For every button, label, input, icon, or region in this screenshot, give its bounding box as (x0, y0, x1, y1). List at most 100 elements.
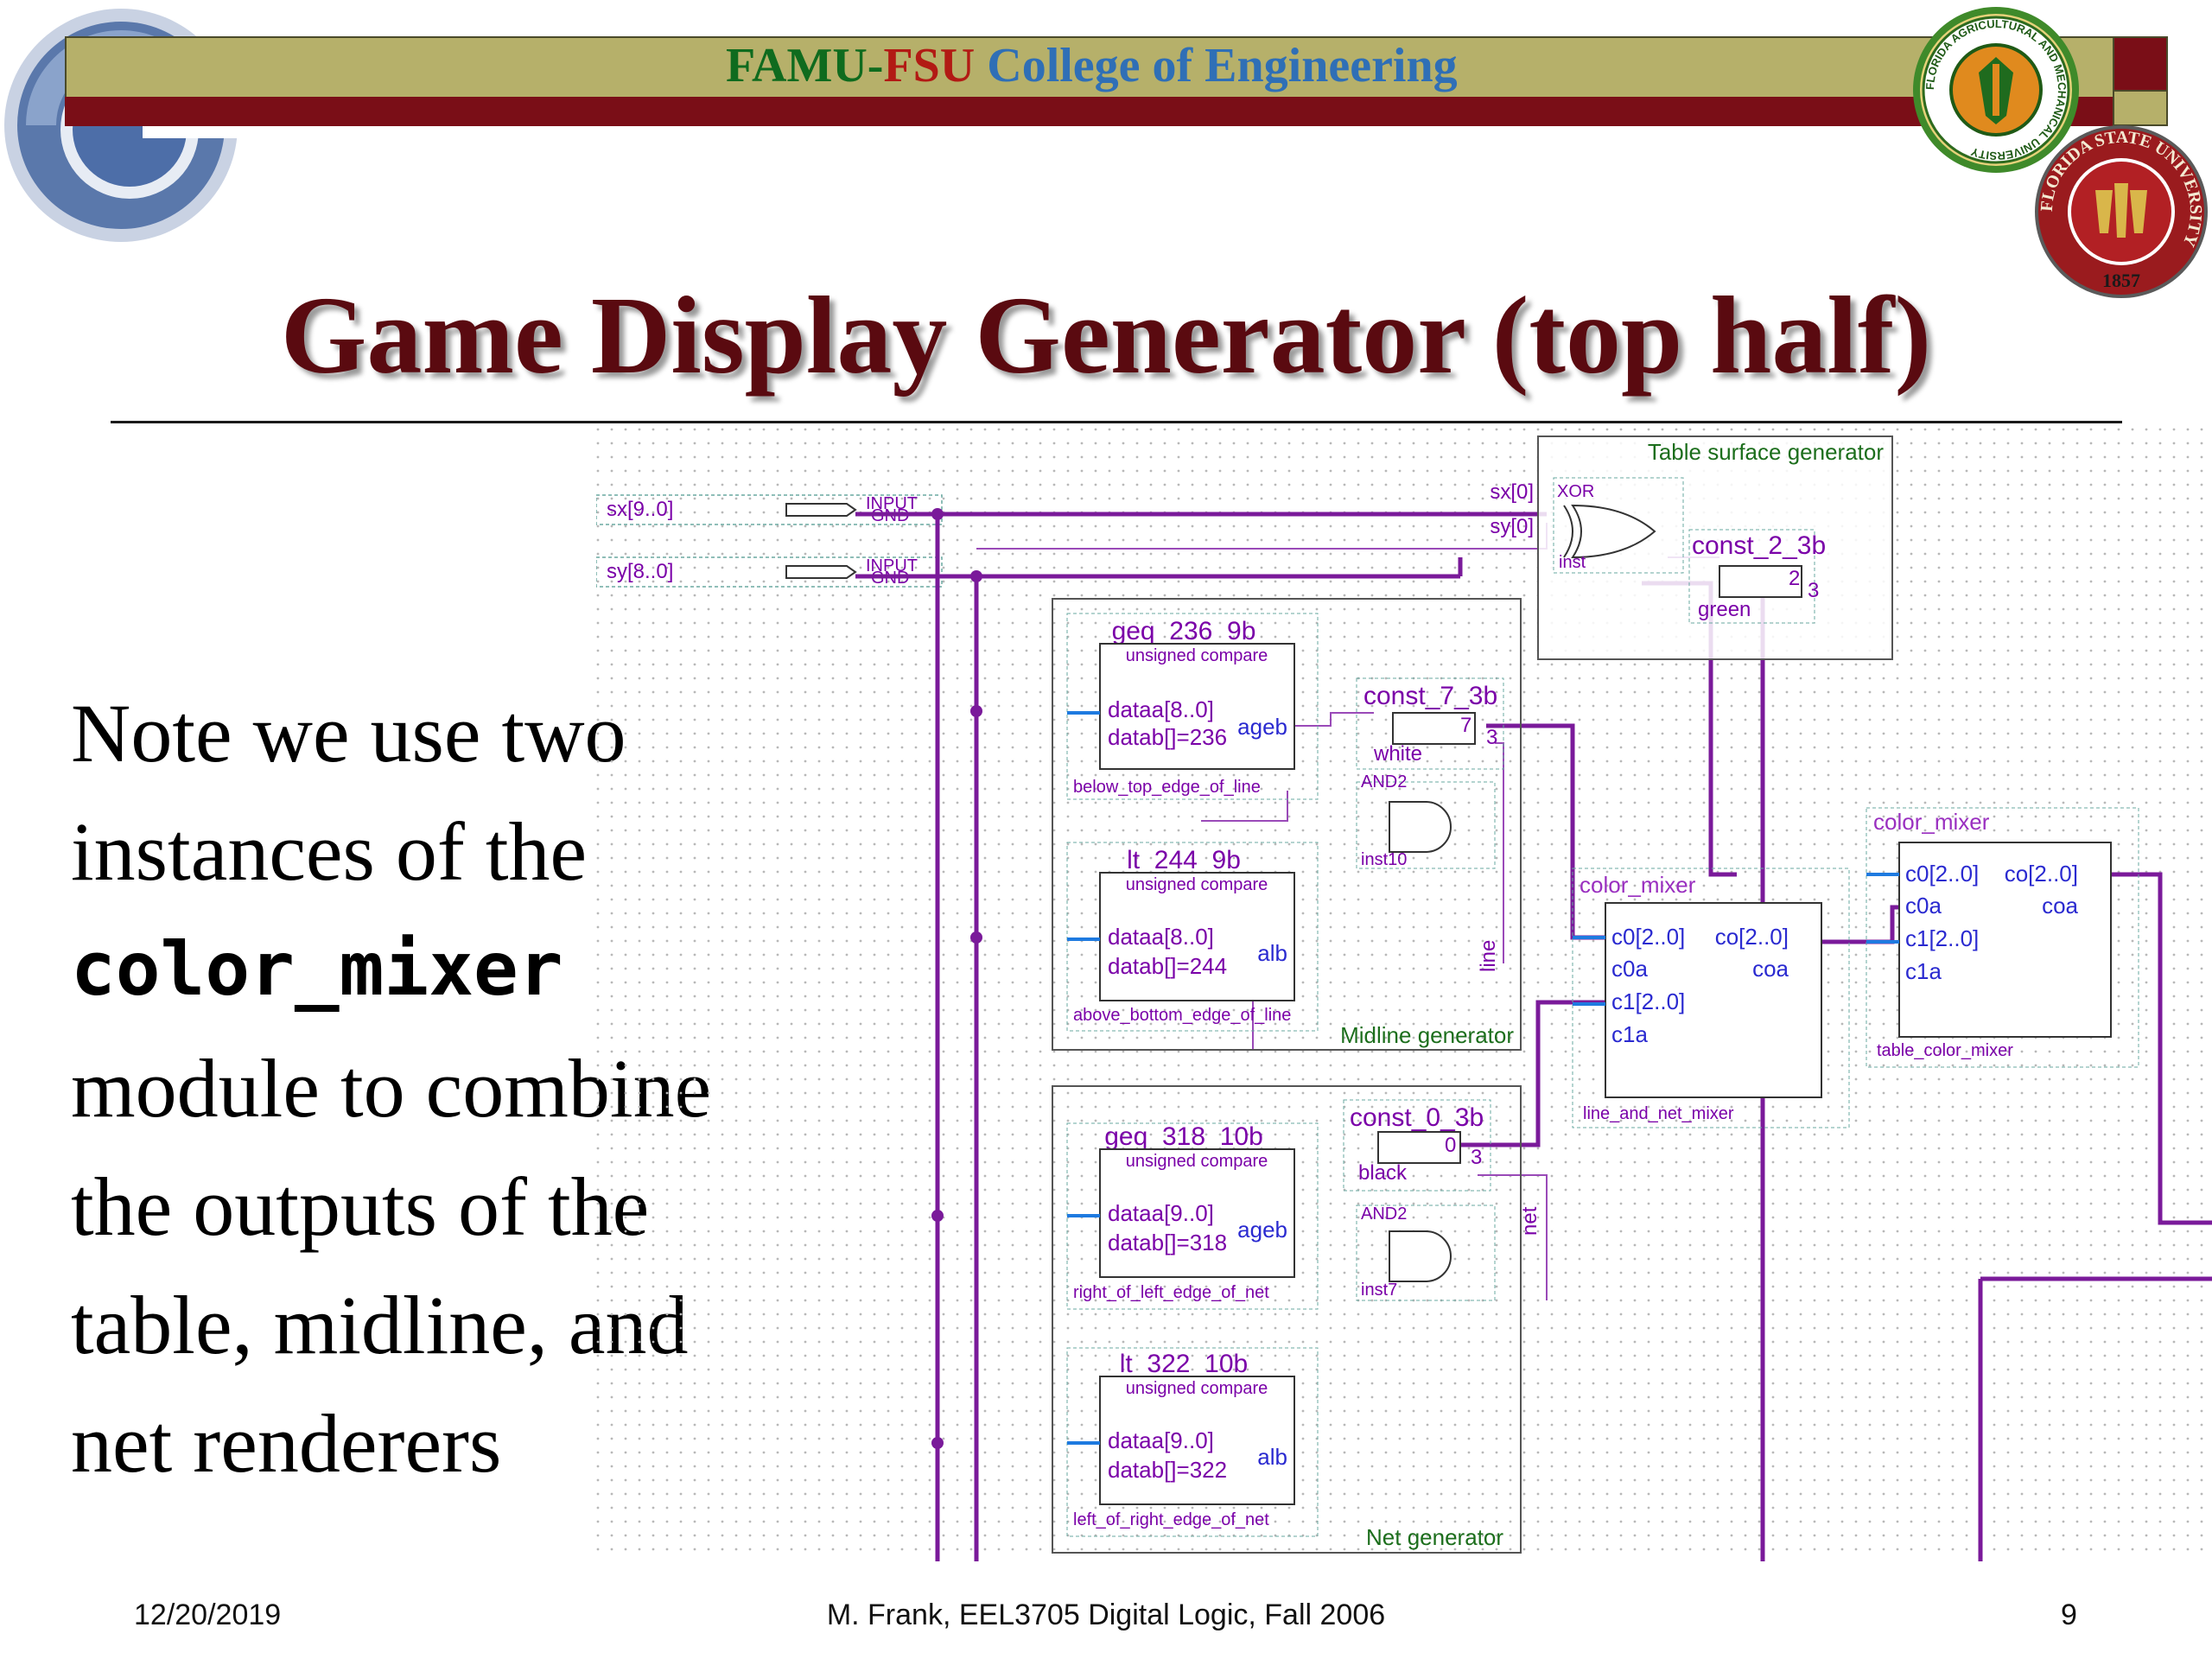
mixer1-port-c0: c0[2..0] (1611, 924, 1685, 950)
mixer1-port-c1: c1[2..0] (1611, 988, 1685, 1014)
line-signal-label: line (1477, 940, 1500, 972)
and-midline-label: AND2 (1361, 772, 1407, 791)
cmp-geq-236-name: geq_236_9b (1112, 617, 1256, 645)
footer-page-number: 9 (2061, 1599, 2077, 1631)
mixer2-port-c0a: c0a (1905, 893, 1942, 918)
xor-label: XOR (1557, 482, 1594, 501)
mixer1-port-c0a: c0a (1611, 956, 1648, 982)
table-group-label: Table surface generator (1648, 439, 1885, 465)
cmp-geq-318-inst: right_of_left_edge_of_net (1073, 1283, 1269, 1302)
sx0-label: sx[0] (1490, 480, 1534, 504)
net-generator: Net generator geq_318_10b unsigned compa… (1052, 1085, 1541, 1554)
midline-generator: Midline generator geq_236_9b unsigned co… (1052, 598, 1522, 1051)
mixer1-port-c1a: c1a (1611, 1021, 1648, 1047)
banner-accent-box (2113, 90, 2168, 126)
famu-seal-icon: FLORIDA AGRICULTURAL AND MECHANICAL UNIV… (1913, 7, 2079, 173)
mixer1-port-co: co[2..0] (1715, 924, 1789, 950)
cmp-lt-244-sub: unsigned compare (1126, 875, 1268, 894)
note-line: Note we use two (71, 687, 626, 779)
and-net-inst: inst7 (1361, 1281, 1397, 1300)
fsu-seal-year: 1857 (2102, 270, 2140, 291)
college-title: FAMU-FSU College of Engineering (726, 36, 1458, 95)
mixer1-port-coa: coa (1752, 956, 1789, 982)
input-sx-label: sx[9..0] (607, 498, 673, 521)
and-gate-icon (1389, 801, 1452, 853)
table-surface-generator: Table surface generator sx[0] sy[0] XOR … (1490, 435, 1893, 660)
mixer2-port-c0: c0[2..0] (1905, 861, 1979, 887)
cmp-lt-322-name: lt_322_10b (1120, 1350, 1248, 1378)
title-divider (111, 421, 2122, 423)
note-line: instances of the (71, 805, 588, 898)
mixer2-port-c1: c1[2..0] (1905, 925, 1979, 951)
note-line: net renderers (71, 1397, 502, 1490)
cmp-geq-236-inst: below_top_edge_of_line (1073, 778, 1261, 797)
cmp-geq-236-sub: unsigned compare (1126, 646, 1268, 665)
mixer2-type: color_mixer (1873, 809, 1990, 835)
cmp-lt-322-sub: unsigned compare (1126, 1379, 1268, 1398)
xor-gate-icon (1571, 504, 1656, 559)
schematic-diagram: sx[9..0] INPUT GND sy[8..0] INPUT GND (596, 428, 2212, 1561)
input-sy-type: INPUT (866, 556, 918, 575)
cmp-geq-318-in-b: datab[]=318 (1108, 1230, 1227, 1255)
const-2-width: 3 (1808, 579, 1819, 602)
sy0-label: sy[0] (1490, 515, 1534, 538)
note-line: the outputs of the (71, 1160, 650, 1253)
and-net-label: AND2 (1361, 1205, 1407, 1224)
net-group-label: Net generator (1366, 1524, 1503, 1550)
cmp-lt-244-inst: above_bottom_edge_of_line (1073, 1006, 1291, 1025)
const-2-value: 2 (1789, 567, 1800, 590)
cmp-geq-236-out: ageb (1237, 714, 1287, 740)
midline-group-label: Midline generator (1340, 1022, 1514, 1048)
input-sy-label: sy[8..0] (607, 560, 673, 583)
cmp-lt-244-in-a: dataa[8..0] (1108, 924, 1214, 950)
footer-date: 12/20/2019 (134, 1599, 282, 1631)
cmp-lt-322-in-b: datab[]=322 (1108, 1457, 1227, 1483)
const-0-inst: black (1358, 1161, 1408, 1185)
and-midline-inst: inst10 (1361, 850, 1407, 869)
fsu-seal-icon: FLORIDA STATE UNIVERSITY 1857 (2035, 125, 2208, 298)
xor-inst: inst (1559, 553, 1586, 572)
slide-note: Note we use two instances of the color_m… (71, 674, 900, 1503)
mixer2-port-co: co[2..0] (2005, 861, 2078, 887)
college-fsu: FSU (883, 39, 976, 92)
slide-title: Game Display Generator (top half) (280, 274, 1932, 397)
const-2-inst: green (1698, 598, 1751, 621)
college-engineering: College of Engineering (975, 39, 1458, 92)
cmp-geq-236-in-a: dataa[8..0] (1108, 696, 1214, 722)
header-banner-stripe (65, 97, 2130, 126)
const-0-3b-name: const_0_3b (1350, 1103, 1484, 1132)
cmp-lt-322-inst: left_of_right_edge_of_net (1073, 1510, 1269, 1529)
cmp-geq-318-in-a: dataa[9..0] (1108, 1200, 1214, 1226)
net-signal-label: net (1518, 1206, 1541, 1236)
cmp-geq-236-in-b: datab[]=236 (1108, 724, 1227, 750)
cmp-geq-318-name: geq_318_10b (1104, 1122, 1263, 1151)
cmp-lt-322-in-a: dataa[9..0] (1108, 1427, 1214, 1453)
college-famu: FAMU (726, 39, 868, 92)
cmp-geq-318-out: ageb (1237, 1217, 1287, 1243)
note-line: table, midline, and (71, 1279, 689, 1371)
const-0-width: 3 (1471, 1146, 1482, 1169)
cmp-geq-318-sub: unsigned compare (1126, 1152, 1268, 1171)
const-7-inst: white (1373, 742, 1422, 766)
banner-accent-box (2113, 36, 2168, 92)
cmp-lt-244-in-b: datab[]=244 (1108, 953, 1227, 979)
color-mixer-line-and-net: color_mixer c0[2..0] c0a c1[2..0] c1a co… (1572, 868, 1850, 1128)
const-7-3b-name: const_7_3b (1363, 682, 1497, 710)
mixer2-inst: table_color_mixer (1877, 1041, 2013, 1060)
input-sx-type: INPUT (866, 494, 918, 513)
header-banner (65, 36, 2133, 99)
const-7-width: 3 (1486, 726, 1497, 749)
const-2-3b-name: const_2_3b (1692, 531, 1826, 560)
const-0-value: 0 (1445, 1134, 1456, 1157)
footer-course: M. Frank, EEL3705 Digital Logic, Fall 20… (826, 1599, 1386, 1631)
cmp-lt-322-out: alb (1257, 1444, 1287, 1470)
college-dash: - (867, 39, 884, 92)
const-7-value: 7 (1460, 714, 1471, 737)
note-code: color_mixer (71, 926, 563, 1013)
color-mixer-table: color_mixer c0[2..0] c0a c1[2..0] c1a co… (1866, 807, 2139, 1068)
cmp-lt-244-out: alb (1257, 940, 1287, 966)
and-gate-icon (1389, 1230, 1452, 1282)
mixer2-port-c1a: c1a (1905, 958, 1942, 984)
mixer1-inst: line_and_net_mixer (1583, 1104, 1734, 1123)
mixer1-type: color_mixer (1580, 872, 1696, 898)
